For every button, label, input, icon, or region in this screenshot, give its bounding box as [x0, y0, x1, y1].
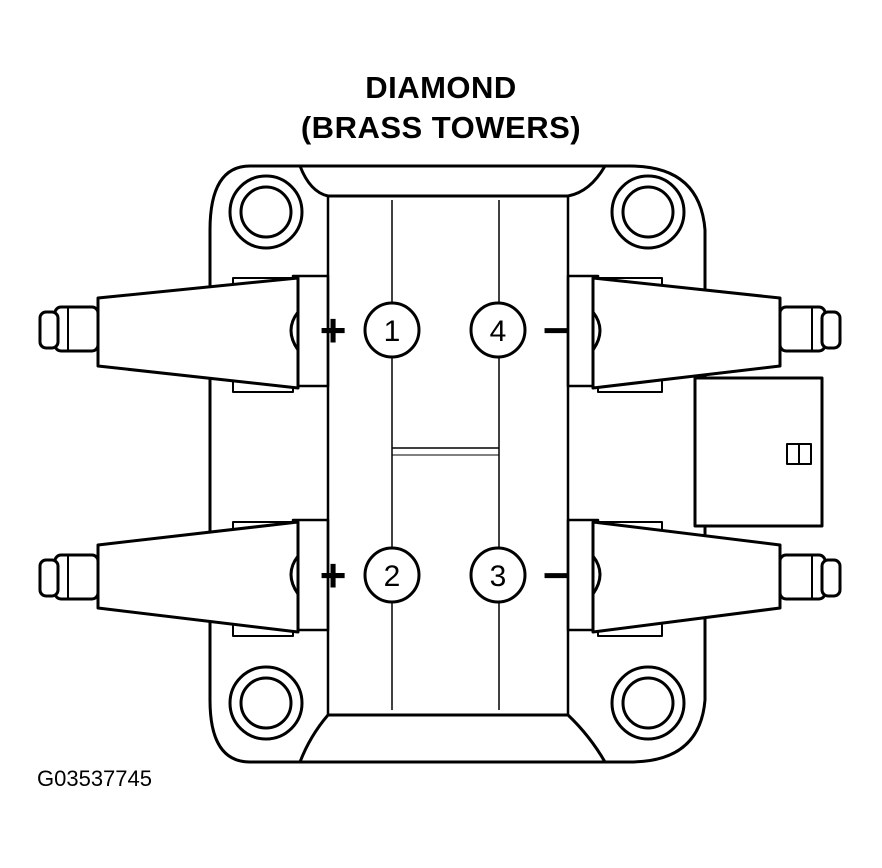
tower-number: 2	[384, 560, 401, 593]
tower-number: 3	[490, 560, 507, 593]
diagram-subtitle: (BRASS TOWERS)	[300, 110, 582, 145]
mounting-hole-bottom-left	[228, 665, 304, 741]
tower-right-top	[591, 276, 842, 390]
mounting-hole-bottom-right	[610, 665, 686, 741]
tower-circle-1	[363, 301, 421, 359]
tower-number: 1	[384, 315, 401, 348]
tower-number: 4	[490, 315, 507, 348]
polarity-symbol: +	[320, 549, 347, 601]
polarity-symbol: −	[543, 304, 570, 356]
center-panel	[326, 194, 570, 717]
tower-circle-2	[363, 546, 421, 604]
figure-id: G03537745	[37, 766, 152, 791]
coil-housing	[208, 164, 707, 764]
tower-left-bottom	[38, 520, 300, 634]
tower-circle-3	[469, 546, 527, 604]
tower-circle-4	[469, 301, 527, 359]
polarity-symbol: +	[320, 304, 347, 356]
polarity-symbol: −	[543, 549, 570, 601]
housing-notch-top	[298, 165, 607, 198]
diagram-title: DIAMOND	[365, 70, 517, 105]
electrical-connector	[693, 376, 824, 528]
tower-right-bottom	[591, 520, 842, 634]
housing-notch-bottom	[298, 713, 607, 763]
mounting-hole-top-right	[610, 174, 686, 250]
mounting-hole-top-left	[228, 174, 304, 250]
tower-left-top	[38, 276, 300, 390]
